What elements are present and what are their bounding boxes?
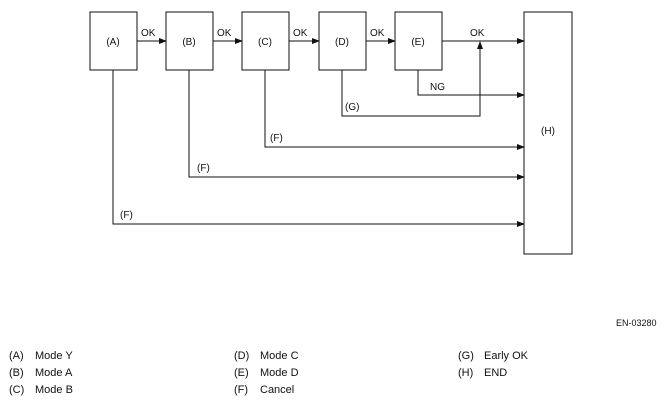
legend-item-a: (A) Mode Y [9, 350, 73, 362]
box-c-label: (C) [258, 37, 272, 48]
edge-b-h-cancel-label: (F) [197, 163, 210, 174]
flow-diagram: (A) (B) (C) (D) (E) (H) OK OK OK OK OK N… [89, 11, 573, 255]
edge-a-b-label: OK [141, 28, 156, 39]
legend-item-h: (H) END [458, 367, 507, 379]
legend-text: Mode Y [35, 350, 73, 362]
edge-c-d-label: OK [293, 28, 308, 39]
legend-code: (A) [9, 350, 24, 362]
edge-d-early-ok-label: (G) [345, 102, 359, 113]
legend-text: Mode C [260, 350, 299, 362]
box-h [523, 11, 573, 255]
legend-code: (C) [9, 384, 25, 396]
legend-code: (F) [234, 384, 249, 396]
legend-text: Mode B [35, 384, 73, 396]
legend-text: END [484, 367, 508, 379]
box-d-label: (D) [335, 37, 349, 48]
edge-b-c-label: OK [217, 28, 232, 39]
edge-a-h-cancel [112, 70, 525, 227]
edge-e-h-ng [417, 70, 525, 98]
edge-c-h-cancel [264, 70, 525, 150]
edge-e-h-ok-label: OK [470, 28, 485, 39]
edge-d-early-ok [341, 41, 483, 117]
box-b-label: (B) [182, 37, 195, 48]
legend-item-d: (D) Mode C [234, 350, 299, 362]
edge-d-e-label: OK [370, 28, 385, 39]
edge-c-h-cancel-label: (F) [270, 133, 283, 144]
legend-code: (H) [458, 367, 474, 379]
box-h-label: (H) [541, 126, 555, 137]
box-a [89, 11, 138, 71]
legend-text: Early OK [484, 350, 529, 362]
legend-code: (E) [234, 367, 249, 379]
legend-text: Mode A [35, 367, 73, 379]
legend-item-e: (E) Mode D [234, 367, 299, 379]
legend-item-b: (B) Mode A [9, 367, 72, 379]
box-c [241, 11, 290, 71]
legend-code: (D) [234, 350, 250, 362]
box-a-label: (A) [106, 37, 119, 48]
legend-code: (G) [458, 350, 474, 362]
edge-b-h-cancel [188, 70, 525, 180]
legend-text: Cancel [260, 384, 295, 396]
edge-a-h-cancel-label: (F) [120, 210, 133, 221]
legend-text: Mode D [260, 367, 299, 379]
legend-item-f: (F) Cancel [234, 384, 294, 396]
box-b [165, 11, 214, 71]
legend-item-g: (G) Early OK [458, 350, 528, 362]
box-e-label: (E) [411, 37, 424, 48]
edge-e-h-ng-label: NG [430, 82, 445, 93]
document-id: EN-03280 [616, 318, 657, 328]
legend-code: (B) [9, 367, 24, 379]
legend-item-c: (C) Mode B [9, 384, 73, 396]
